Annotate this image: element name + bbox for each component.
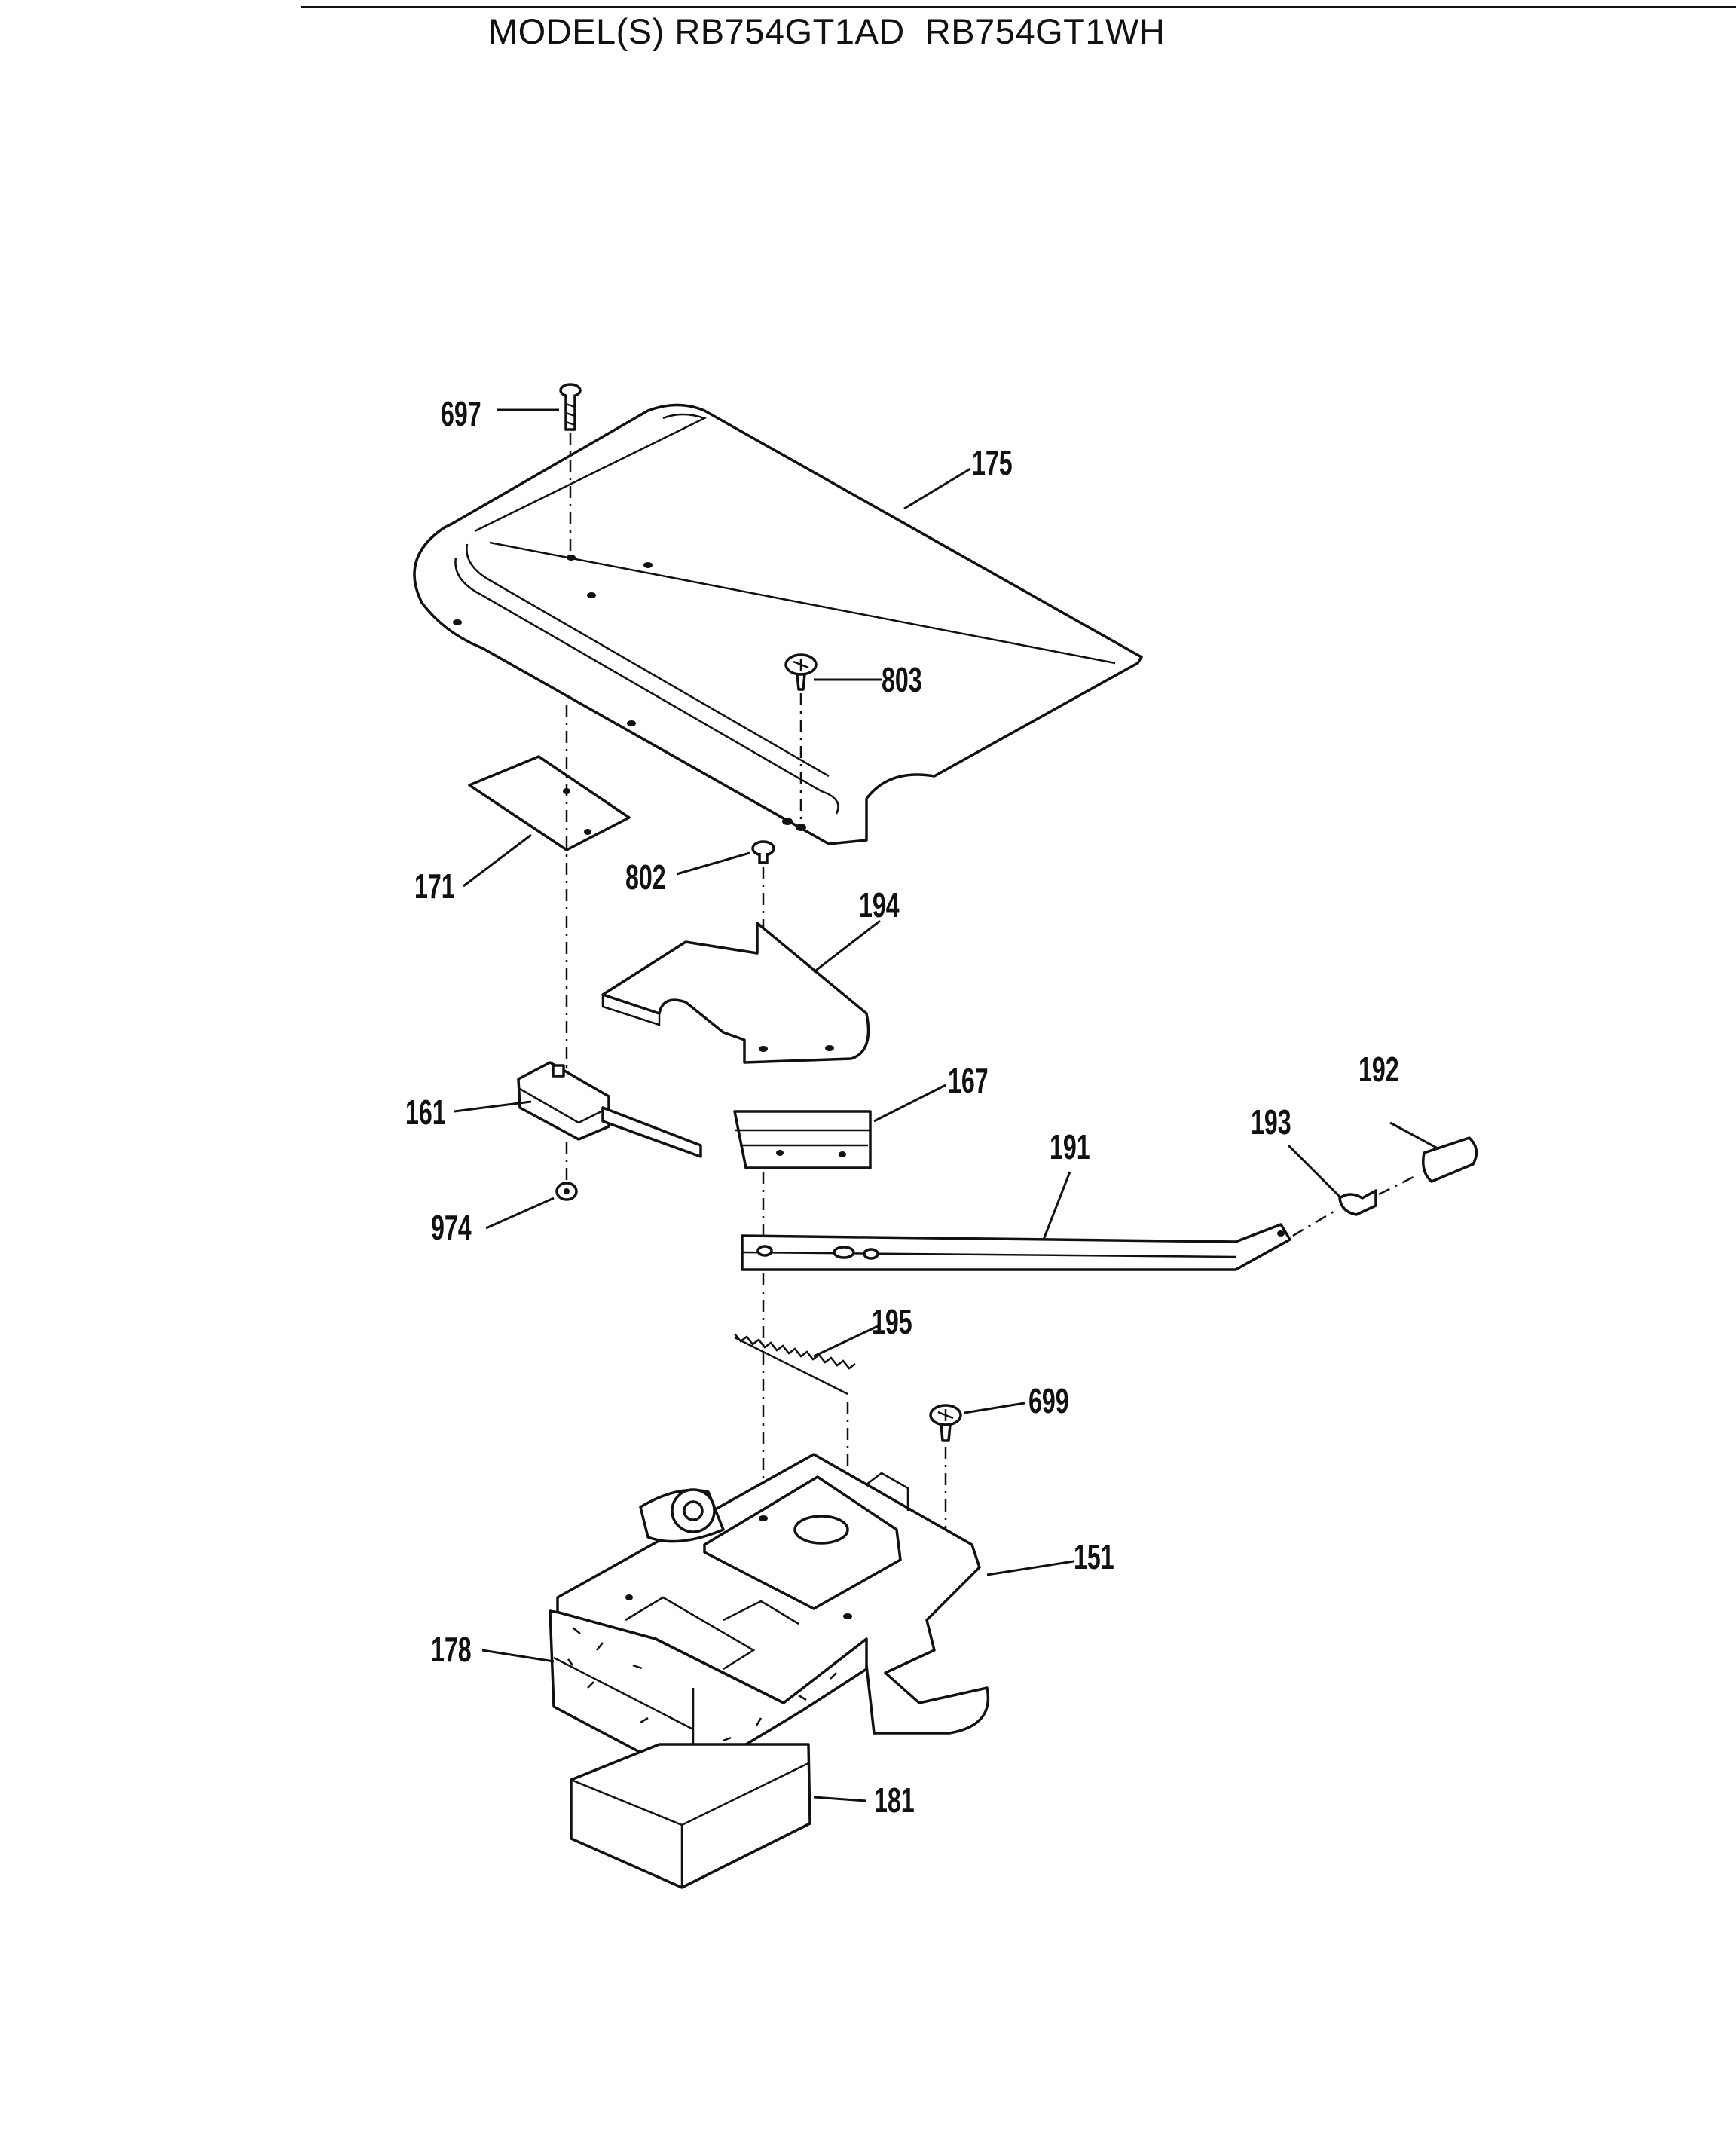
bracket-194 (601, 922, 870, 1064)
callout-699: 699 (1028, 1382, 1069, 1420)
switch-161 (517, 1061, 702, 1158)
screw-699 (929, 1404, 962, 1442)
spring-195 (734, 1333, 856, 1396)
callout-151: 151 (1074, 1538, 1114, 1576)
callout-175: 175 (972, 444, 1013, 482)
callout-697: 697 (441, 395, 481, 433)
screw-697 (559, 383, 582, 431)
box-181 (570, 1743, 811, 1889)
callout-181: 181 (874, 1781, 915, 1820)
leader-lines (454, 408, 1440, 1802)
pad-171 (468, 755, 631, 851)
callout-191: 191 (1050, 1128, 1090, 1166)
callout-178: 178 (431, 1631, 472, 1669)
callout-803: 803 (882, 661, 922, 699)
clip-193 (1338, 1189, 1377, 1216)
callout-194: 194 (859, 886, 900, 925)
lever-191 (741, 1223, 1291, 1271)
guide-167 (733, 1110, 872, 1169)
callout-171: 171 (414, 867, 455, 906)
callout-161: 161 (405, 1093, 446, 1132)
nut-974 (555, 1182, 578, 1201)
callout-167: 167 (948, 1062, 989, 1100)
callout-195: 195 (872, 1303, 912, 1341)
cover-panel (413, 403, 1143, 845)
screw-803 (784, 653, 818, 691)
insulation-block-178 (549, 1610, 868, 1780)
screw-802 (751, 840, 775, 864)
timer-mechanism-151 (556, 1453, 990, 1735)
page-title: MODEL(S) RB754GT1AD RB754GT1WH (488, 11, 1166, 51)
callout-974: 974 (431, 1209, 472, 1247)
callout-192: 192 (1359, 1050, 1399, 1089)
cap-192 (1422, 1136, 1478, 1183)
callout-193: 193 (1251, 1103, 1291, 1142)
header-rule (301, 6, 1736, 8)
callout-802: 802 (625, 858, 666, 897)
